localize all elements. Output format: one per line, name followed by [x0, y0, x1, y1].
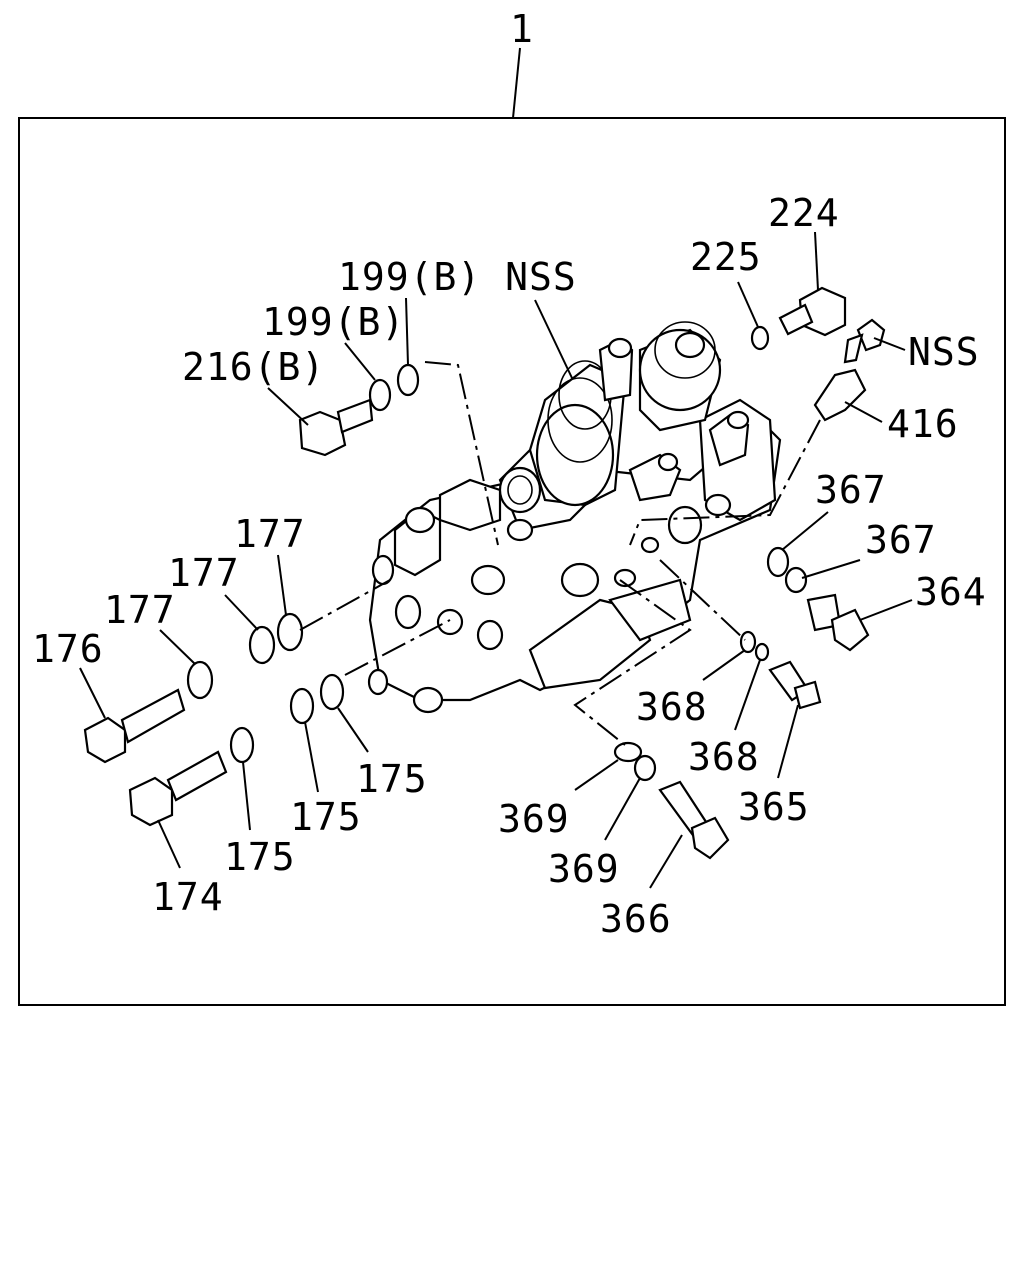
part-367-washer-a — [766, 546, 790, 578]
callout-176[interactable]: 176 — [32, 627, 104, 671]
callout-367-a[interactable]: 367 — [815, 468, 887, 512]
part-366-bolt — [658, 780, 730, 860]
part-224-plug — [778, 286, 847, 337]
callout-199b-nss[interactable]: 199(B) NSS — [338, 255, 577, 299]
part-369-washer-b — [633, 754, 657, 782]
part-367-washer-b — [784, 566, 808, 594]
callout-177-a[interactable]: 177 — [234, 512, 306, 556]
part-177-washer-c — [276, 612, 304, 652]
callout-175-c[interactable]: 175 — [224, 835, 296, 879]
callout-199b[interactable]: 199(B) — [262, 300, 405, 344]
callout-364[interactable]: 364 — [915, 570, 987, 614]
callout-368-a[interactable]: 368 — [636, 685, 708, 729]
callout-175-b[interactable]: 175 — [290, 795, 362, 839]
part-199b-washer-a — [368, 378, 392, 412]
supply-pump-body — [367, 321, 782, 714]
callout-365[interactable]: 365 — [738, 785, 810, 829]
part-369-washer-a — [613, 741, 643, 763]
callout-369-a[interactable]: 369 — [498, 797, 570, 841]
part-364-bolt — [806, 593, 870, 652]
leader-lines — [79, 231, 913, 889]
callout-225[interactable]: 225 — [690, 235, 762, 279]
callout-369-b[interactable]: 369 — [548, 847, 620, 891]
assembly-leader — [512, 47, 521, 119]
callout-224[interactable]: 224 — [768, 191, 840, 235]
part-368-washer-b — [754, 642, 770, 662]
part-177-washer-a — [186, 660, 214, 700]
part-175-washer-c — [319, 673, 345, 711]
callout-labels: 224 225 199(B) NSS 199(B) 216(B) NSS 416… — [32, 191, 987, 941]
part-416-bracket — [813, 368, 867, 422]
part-175-washer-a — [229, 726, 255, 764]
callout-368-b[interactable]: 368 — [688, 735, 760, 779]
part-174-bolt — [128, 750, 228, 827]
assembly-frame — [18, 117, 1006, 1006]
part-368-washer-a — [739, 630, 757, 654]
part-nss-bolt — [843, 318, 886, 364]
part-365-bolt — [768, 660, 822, 710]
callout-366[interactable]: 366 — [600, 897, 672, 941]
callout-416[interactable]: 416 — [887, 402, 959, 446]
part-199b-washer-b — [396, 363, 420, 397]
part-176-bolt — [83, 688, 186, 764]
callout-177-b[interactable]: 177 — [168, 551, 240, 595]
callout-216b[interactable]: 216(B) — [182, 345, 325, 389]
part-225-washer — [750, 325, 770, 351]
callout-175-a[interactable]: 175 — [356, 757, 428, 801]
callout-177-c[interactable]: 177 — [104, 588, 176, 632]
part-175-washer-b — [289, 687, 315, 725]
part-177-washer-b — [248, 625, 276, 665]
part-216b-bolt — [298, 398, 374, 457]
assembly-lines — [299, 361, 821, 746]
callout-367-b[interactable]: 367 — [865, 518, 937, 562]
callout-174[interactable]: 174 — [152, 875, 224, 919]
assembly-label[interactable]: 1 — [510, 7, 534, 51]
callout-nss[interactable]: NSS — [908, 330, 980, 374]
